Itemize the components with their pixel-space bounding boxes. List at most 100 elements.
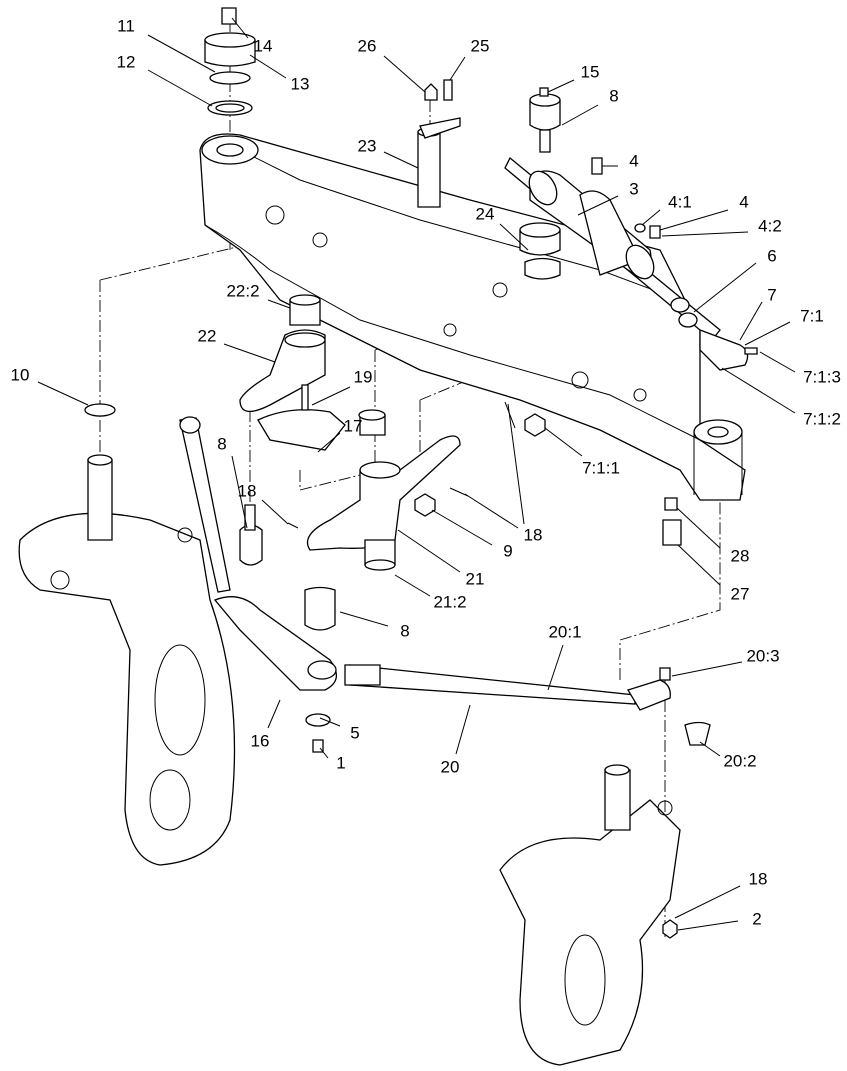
leader-line <box>561 104 599 126</box>
leader-line <box>223 343 276 363</box>
callout-label: 8 <box>609 86 618 105</box>
callout-label: 3 <box>629 179 638 198</box>
callout-label: 21:2 <box>433 592 466 611</box>
leader-line <box>699 741 721 757</box>
callout-label: 27 <box>731 584 750 603</box>
leader-line <box>319 747 329 759</box>
leader-line <box>661 231 749 237</box>
leader-line <box>261 499 289 525</box>
leader-line <box>431 509 493 546</box>
leader-line <box>267 699 281 729</box>
callout-label: 22:2 <box>226 281 259 300</box>
callout-label: 18 <box>238 481 257 500</box>
leader-line <box>693 262 757 313</box>
callout-label: 20:3 <box>746 646 779 665</box>
callout-label: 19 <box>354 367 373 386</box>
callout-label: 20:1 <box>548 622 581 641</box>
callout-label: 15 <box>581 62 600 81</box>
leader-line <box>507 403 525 525</box>
leader-line <box>319 717 341 727</box>
leader-line <box>267 299 291 309</box>
leader-line <box>739 301 763 341</box>
leader-line <box>759 351 796 373</box>
kingpin-cap-stack <box>204 7 256 116</box>
callout-label: 4 <box>739 192 748 211</box>
callout-label: 17 <box>344 416 363 435</box>
leader-line <box>577 195 619 216</box>
callout-label: 7:1 <box>800 306 824 325</box>
leader-line <box>659 209 729 231</box>
leader-line <box>677 544 721 586</box>
leader-line <box>544 427 583 457</box>
pin-and-bushing <box>417 79 561 280</box>
callout-label: 4:2 <box>758 216 782 235</box>
leader-line <box>394 574 431 597</box>
leader-line <box>464 493 519 529</box>
leader-line <box>231 455 248 529</box>
callout-label: 22 <box>198 326 217 345</box>
leader-line <box>455 704 471 755</box>
callout-label: 1 <box>336 753 345 772</box>
callout-label: 8 <box>400 621 409 640</box>
callout-label: 23 <box>358 136 377 155</box>
leader-line <box>641 209 661 226</box>
leader-line <box>311 386 351 406</box>
leader-line <box>383 151 419 169</box>
leader-line <box>317 432 341 453</box>
callout-label: 18 <box>524 525 543 544</box>
callout-label: 5 <box>350 723 359 742</box>
leader-line <box>674 885 741 919</box>
linkage-rods <box>179 416 711 753</box>
callout-label: 8 <box>217 434 226 453</box>
callout-label: 14 <box>254 36 273 55</box>
steering-arms <box>239 294 682 571</box>
callout-label: 25 <box>471 36 490 55</box>
leader-line <box>547 79 575 93</box>
callout-label: 4 <box>629 151 638 170</box>
leader-line <box>449 56 466 81</box>
leader-line <box>676 507 721 549</box>
leader-line <box>671 661 743 677</box>
callout-label: 24 <box>476 204 495 223</box>
callout-label: 20 <box>441 757 460 776</box>
callout-label: 7:1:1 <box>582 458 620 477</box>
callout-label: 21 <box>466 569 485 588</box>
leader-line <box>339 611 389 627</box>
callout-label: 13 <box>291 74 310 93</box>
left-steering-knuckle <box>18 403 236 866</box>
callout-label: 12 <box>117 52 136 71</box>
callout-label: 2 <box>752 909 761 928</box>
callout-label: 18 <box>749 869 768 888</box>
leader-line <box>249 54 287 79</box>
callout-label: 16 <box>251 731 270 750</box>
callout-label: 10 <box>11 365 30 384</box>
leader-line <box>499 223 529 251</box>
leader-line <box>721 367 796 414</box>
callout-label: 7 <box>767 285 776 304</box>
leader-line <box>397 529 461 573</box>
callout-label: 11 <box>117 16 135 35</box>
callout-label: 28 <box>731 546 750 565</box>
leader-line <box>744 321 791 346</box>
callout-label: 7:1:3 <box>803 367 841 386</box>
callout-label: 26 <box>358 36 377 55</box>
callout-label: 20:2 <box>723 751 756 770</box>
leader-line <box>383 55 426 93</box>
leader-line <box>231 17 249 39</box>
leader-line <box>147 34 216 73</box>
leader-line <box>37 381 89 406</box>
callout-label: 6 <box>767 246 776 265</box>
callout-label: 4:1 <box>668 192 692 211</box>
callout-label: 9 <box>503 541 512 560</box>
right-steering-knuckle <box>499 764 681 1066</box>
leader-line <box>547 644 564 691</box>
leader-line <box>677 920 739 931</box>
axle-beam <box>199 133 746 501</box>
steering-cylinder <box>504 87 758 371</box>
leader-line <box>147 69 213 107</box>
callout-label: 7:1:2 <box>803 409 841 428</box>
leader-lines <box>37 17 796 931</box>
